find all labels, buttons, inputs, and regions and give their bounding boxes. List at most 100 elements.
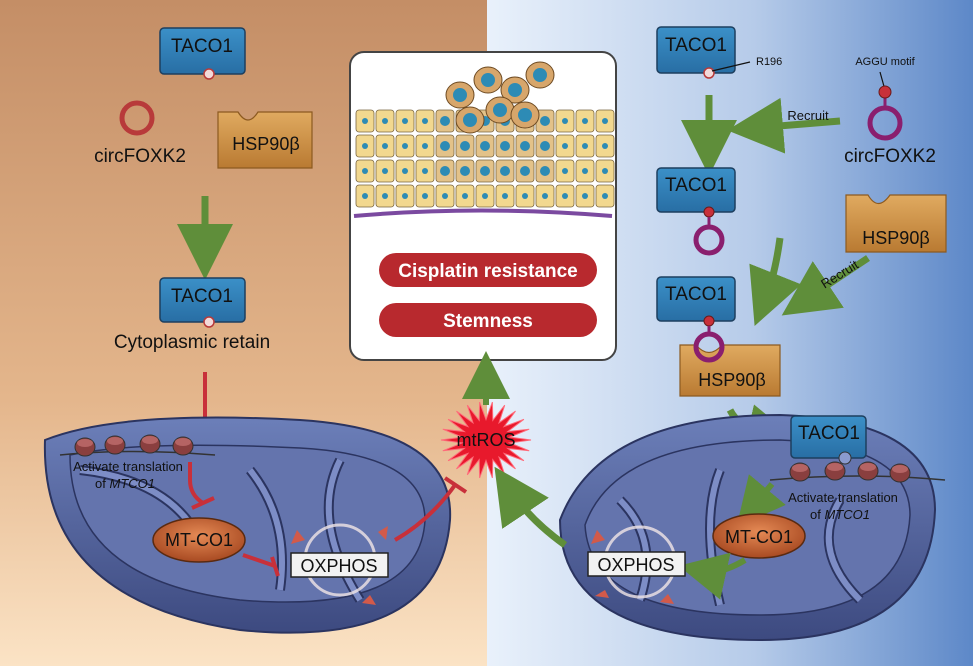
cell-nucleus <box>582 143 588 149</box>
cell-nucleus <box>402 118 408 124</box>
cell-nucleus <box>602 143 608 149</box>
tumor-cell-nucleus <box>481 73 495 87</box>
left-mtco1-label: MT-CO1 <box>165 530 233 550</box>
cell-nucleus <box>502 193 508 199</box>
cell-nucleus <box>480 141 490 151</box>
left-mtco1: MT-CO1 <box>152 517 246 563</box>
right-taco1-mid-label: TACO1 <box>665 175 727 196</box>
cell-nucleus <box>540 166 550 176</box>
tumor-cell-nucleus <box>453 88 467 102</box>
cell-nucleus <box>402 193 408 199</box>
left-inhibit-oxphos <box>242 553 280 577</box>
left-circfoxk2-label: circFOXK2 <box>94 146 186 167</box>
cell-nucleus <box>440 166 450 176</box>
left-activate-line1: Activate translation <box>73 459 183 474</box>
cell-nucleus <box>562 143 568 149</box>
r196-pointer <box>711 61 751 72</box>
right-oxphos-box: OXPHOS <box>587 551 686 577</box>
left-cytoplasmic-retain-label: Cytoplasmic retain <box>114 332 270 353</box>
cell-nucleus <box>442 193 448 199</box>
left-oxphos-label: OXPHOS <box>300 556 377 576</box>
r196-label: R196 <box>756 56 782 68</box>
aggu-motif-label: AGGU motif <box>855 56 915 68</box>
ribosome-icon <box>139 434 161 454</box>
cell-nucleus <box>462 193 468 199</box>
cell-nucleus <box>422 193 428 199</box>
mtros-label: mtROS <box>456 430 515 450</box>
cell-nucleus <box>542 193 548 199</box>
cell-nucleus <box>562 168 568 174</box>
right-circrna-icon <box>867 85 903 141</box>
left-hsp90b: HSP90β <box>217 111 313 169</box>
cell-nucleus <box>582 193 588 199</box>
tumor-cell-nucleus <box>533 68 547 82</box>
cell-nucleus <box>602 193 608 199</box>
cell-nucleus <box>562 118 568 124</box>
cell-nucleus <box>520 166 530 176</box>
mtros-burst: mtROS <box>440 401 532 479</box>
left-taco1-top: TACO1 <box>159 27 246 80</box>
cell-nucleus <box>422 118 428 124</box>
ribosome-icon <box>74 437 96 457</box>
right-taco1-top: TACO1 <box>656 26 736 79</box>
cell-nucleus <box>460 166 470 176</box>
cell-nucleus <box>422 168 428 174</box>
right-hsp90b-complex-label: HSP90β <box>698 370 765 390</box>
right-activate-line2: of MTCO1 <box>810 507 870 522</box>
cell-nucleus <box>562 193 568 199</box>
left-ribosome-strand <box>59 434 216 457</box>
cell-nucleus <box>602 118 608 124</box>
right-taco1-mito: TACO1 <box>790 415 867 465</box>
left-activate-line2: of MTCO1 <box>95 476 155 491</box>
ribosome-icon <box>172 436 194 456</box>
ribosome-icon <box>789 462 811 482</box>
epithelium-cells <box>355 61 615 208</box>
left-hsp90b-label: HSP90β <box>232 134 299 154</box>
tumor-cell-nucleus <box>518 108 532 122</box>
cell-nucleus <box>382 193 388 199</box>
cell-nucleus <box>480 166 490 176</box>
cell-nucleus <box>382 143 388 149</box>
right-arrow-to-mtco1 <box>736 474 786 527</box>
cell-nucleus <box>382 118 388 124</box>
stemness-banner: Stemness <box>379 303 597 337</box>
right-ribosome-strand <box>769 461 946 483</box>
cell-nucleus <box>482 193 488 199</box>
right-taco1-top-label: TACO1 <box>665 35 727 56</box>
left-oxphos-to-mtros-inhibit <box>394 476 468 542</box>
cell-nucleus <box>460 141 470 151</box>
stemness-label: Stemness <box>443 311 533 332</box>
right-recruit2-arrow <box>781 255 870 316</box>
right-oxphos-to-mtros-arrow <box>494 466 568 548</box>
left-inhibit-mtco1 <box>188 462 215 510</box>
left-taco1-mid-label: TACO1 <box>171 286 233 307</box>
ribosome-icon <box>857 461 879 481</box>
cell-nucleus <box>500 166 510 176</box>
right-circfoxk2-label: circFOXK2 <box>844 146 936 167</box>
ribosome-icon <box>889 463 911 483</box>
ribosome-icon <box>104 435 126 455</box>
cell-nucleus <box>422 143 428 149</box>
right-mtco1-label: MT-CO1 <box>725 527 793 547</box>
cell-nucleus <box>362 193 368 199</box>
cell-nucleus <box>520 141 530 151</box>
left-taco1-top-label: TACO1 <box>171 36 233 57</box>
right-taco1-mid: TACO1 <box>656 167 736 256</box>
tumor-cell-nucleus <box>493 103 507 117</box>
cisplatin-resistance-label: Cisplatin resistance <box>398 261 578 282</box>
right-hsp90b-label: HSP90β <box>862 228 929 248</box>
right-mtco1: MT-CO1 <box>712 513 806 559</box>
cell-nucleus <box>440 116 450 126</box>
cell-nucleus <box>382 168 388 174</box>
right-complex: TACO1 HSP90β <box>656 276 781 397</box>
left-circrna-icon <box>119 100 155 136</box>
cell-nucleus <box>582 118 588 124</box>
cell-nucleus <box>440 141 450 151</box>
cell-nucleus <box>522 193 528 199</box>
right-arrow-to-oxphos <box>678 552 747 600</box>
cell-nucleus <box>402 168 408 174</box>
right-recruit1-label: Recruit <box>787 108 829 123</box>
cell-nucleus <box>362 143 368 149</box>
tumor-cell-nucleus <box>463 113 477 127</box>
cisplatin-resistance-banner: Cisplatin resistance <box>379 253 597 287</box>
